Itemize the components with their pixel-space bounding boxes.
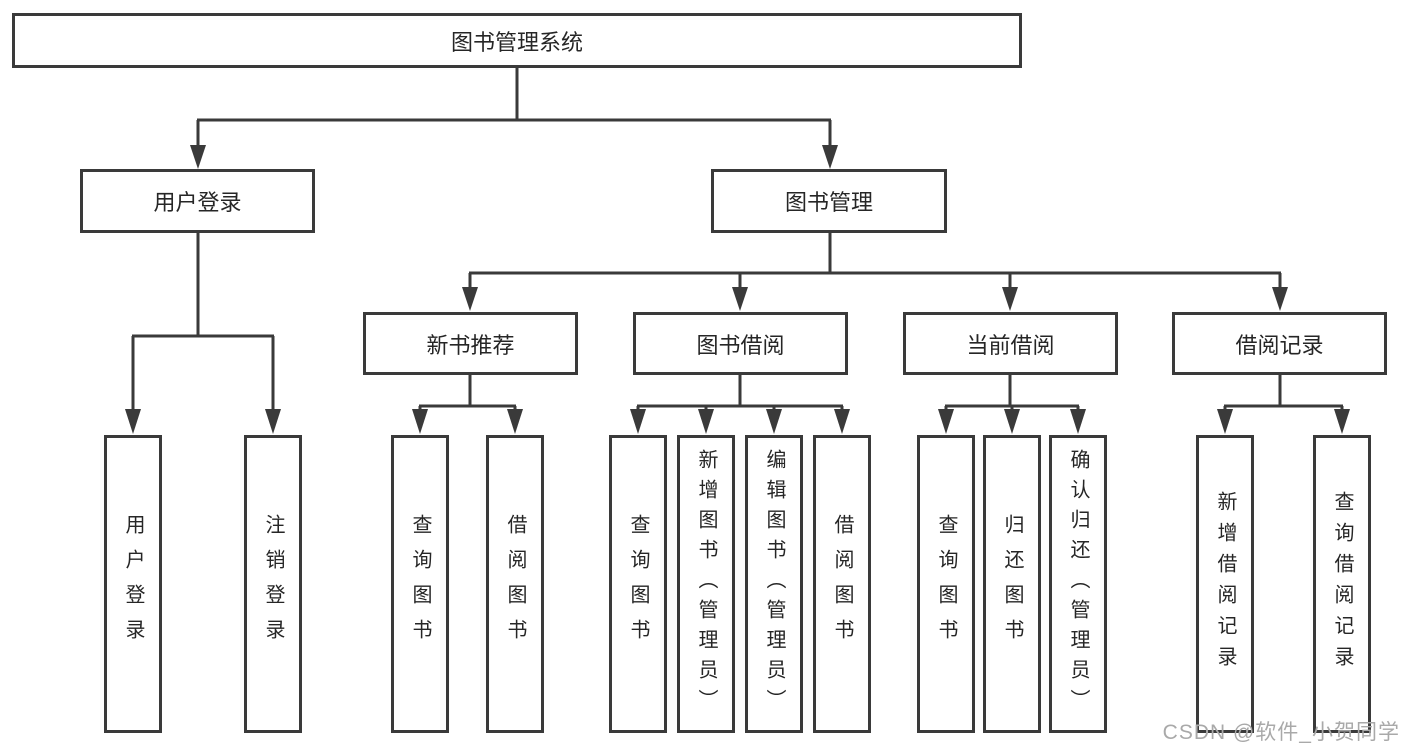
leaf-borrow-add-books-admin: 新增图书（管理员） xyxy=(677,435,735,733)
leaf-borrow-add-books-admin-label: 新增图书（管理员） xyxy=(695,449,717,719)
connector-management-to-modules xyxy=(462,231,1288,311)
node-borrow-records-module: 借阅记录 xyxy=(1172,312,1387,375)
leaf-borrow-edit-books-admin: 编辑图书（管理员） xyxy=(745,435,803,733)
leaf-current-confirm-return-admin-label: 确认归还（管理员） xyxy=(1067,449,1089,719)
leaf-borrow-query-books-label: 查询图书 xyxy=(627,514,649,654)
node-book-management-branch-label: 图书管理 xyxy=(784,190,873,215)
node-new-book-module: 新书推荐 xyxy=(363,312,578,375)
leaf-records-query-record: 查询借阅记录 xyxy=(1313,435,1371,733)
leaf-records-add-record-label: 新增借阅记录 xyxy=(1214,491,1236,677)
connector-newbook-to-leaves xyxy=(412,374,523,434)
node-current-borrow-module: 当前借阅 xyxy=(903,312,1118,375)
leaf-borrow-borrow-books: 借阅图书 xyxy=(813,435,871,733)
node-book-borrow-module: 图书借阅 xyxy=(633,312,848,375)
node-system-root: 图书管理系统 xyxy=(12,13,1022,68)
leaf-borrow-edit-books-admin-label: 编辑图书（管理员） xyxy=(763,449,785,719)
connector-login-to-leaves xyxy=(125,231,281,434)
leaf-current-return-books-label: 归还图书 xyxy=(1001,514,1023,654)
node-current-borrow-module-label: 当前借阅 xyxy=(966,332,1055,358)
node-new-book-module-label: 新书推荐 xyxy=(426,332,515,358)
leaf-borrow-query-books: 查询图书 xyxy=(609,435,667,733)
connector-root-to-level2 xyxy=(190,66,838,169)
leaf-user-login-label: 用户登录 xyxy=(122,514,144,654)
leaf-current-query-books-label: 查询图书 xyxy=(935,514,957,654)
node-borrow-records-module-label: 借阅记录 xyxy=(1235,332,1324,358)
leaf-newbook-borrow-books-label: 借阅图书 xyxy=(504,514,526,654)
leaf-current-query-books: 查询图书 xyxy=(917,435,975,733)
node-system-root-label: 图书管理系统 xyxy=(450,29,583,55)
leaf-current-confirm-return-admin: 确认归还（管理员） xyxy=(1049,435,1107,733)
leaf-current-return-books: 归还图书 xyxy=(983,435,1041,733)
connector-current-to-leaves xyxy=(938,374,1086,434)
node-book-borrow-module-label: 图书借阅 xyxy=(696,332,785,358)
leaf-newbook-query-books-label: 查询图书 xyxy=(409,514,431,654)
node-user-login-branch: 用户登录 xyxy=(80,169,315,233)
leaf-logout: 注销登录 xyxy=(244,435,302,733)
csdn-watermark: CSDN @软件_小贺同学 xyxy=(1162,721,1400,744)
leaf-user-login: 用户登录 xyxy=(104,435,162,733)
leaf-logout-label: 注销登录 xyxy=(262,514,284,654)
node-user-login-branch-label: 用户登录 xyxy=(153,190,242,215)
leaf-borrow-borrow-books-label: 借阅图书 xyxy=(831,514,853,654)
leaf-records-query-record-label: 查询借阅记录 xyxy=(1331,491,1353,677)
leaf-records-add-record: 新增借阅记录 xyxy=(1196,435,1254,733)
connector-records-to-leaves xyxy=(1217,374,1350,434)
leaf-newbook-borrow-books: 借阅图书 xyxy=(486,435,544,733)
connector-borrow-to-leaves xyxy=(630,374,850,434)
node-book-management-branch: 图书管理 xyxy=(711,169,947,233)
leaf-newbook-query-books: 查询图书 xyxy=(391,435,449,733)
